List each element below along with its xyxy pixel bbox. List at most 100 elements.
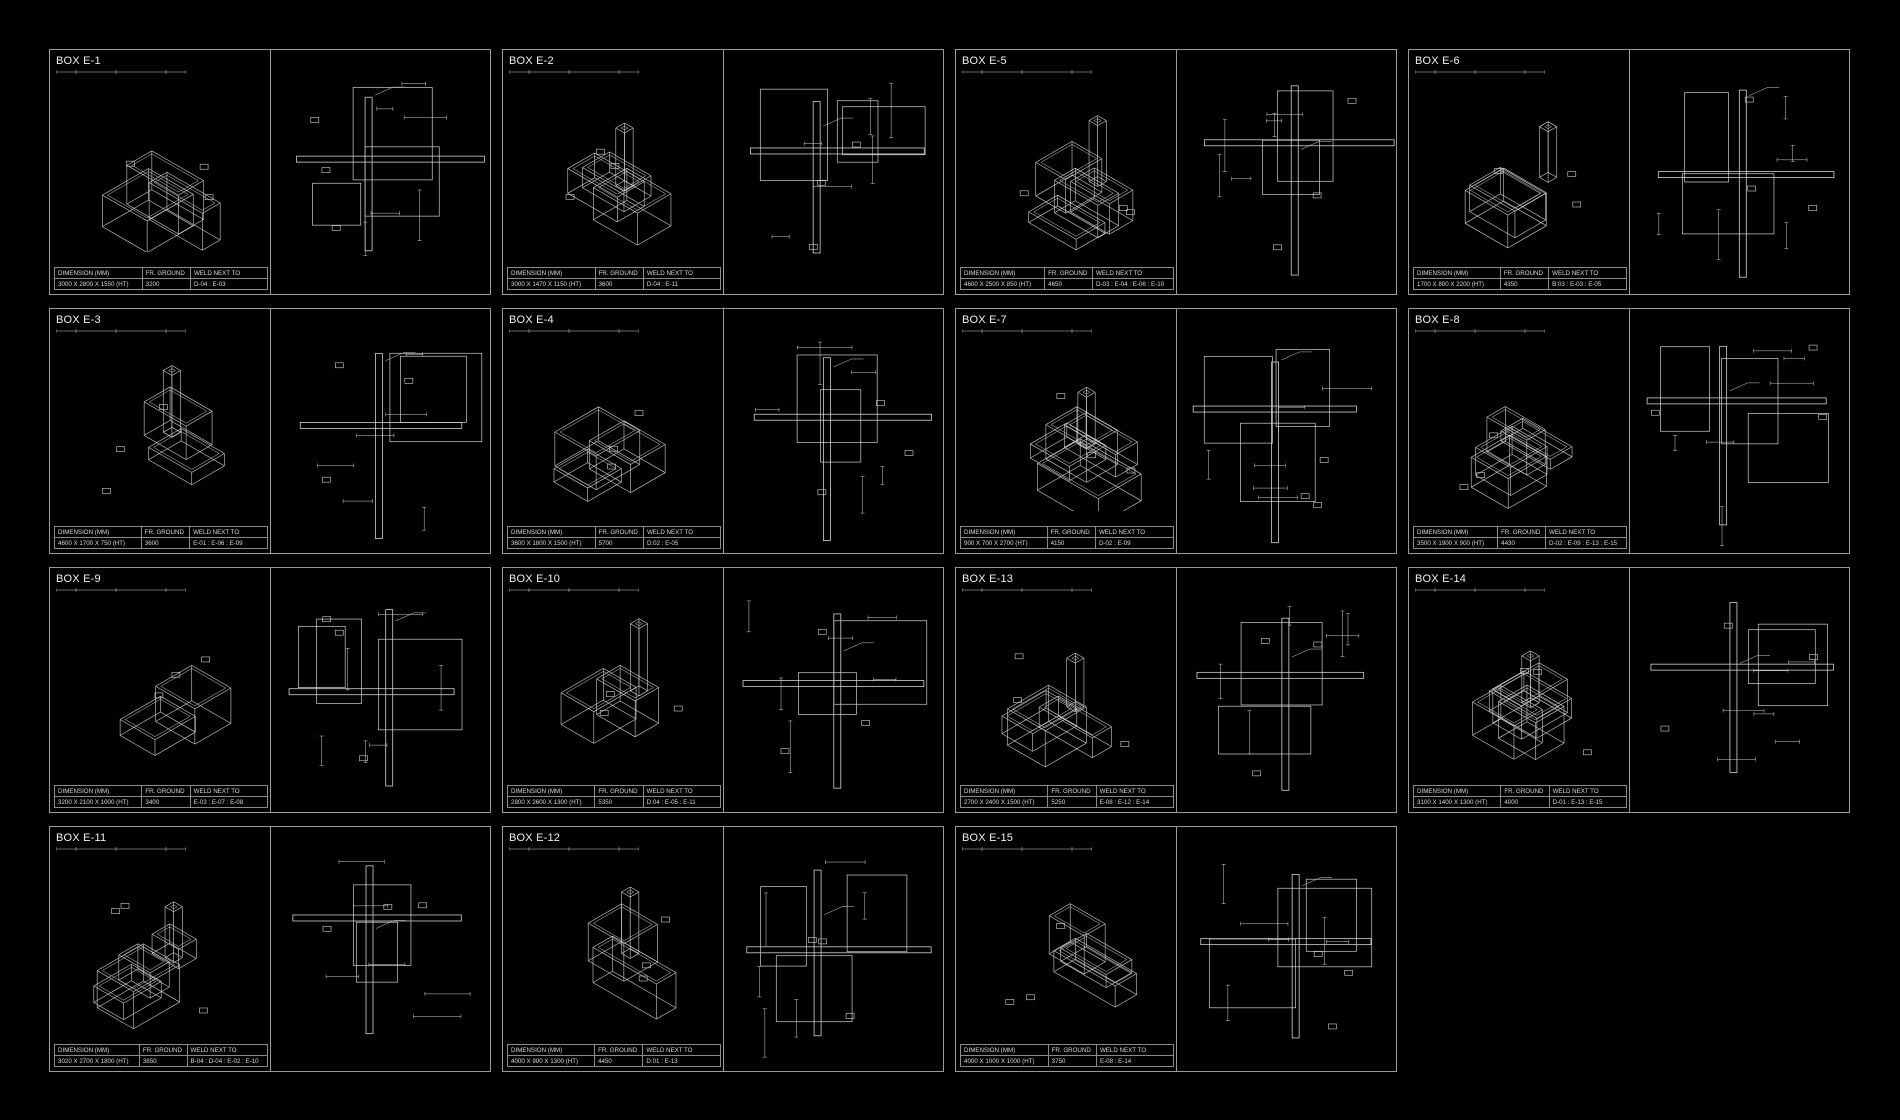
- setting-out-leader: [823, 906, 843, 915]
- iso-box-1-edge: [194, 723, 232, 745]
- iso-box-1-inner-edge: [593, 922, 624, 941]
- reference-tag: [845, 1013, 855, 1019]
- iso-box-0-edge: [1053, 971, 1116, 1008]
- iso-box-0-edge: [151, 189, 204, 220]
- iso-box-0-edge: [567, 168, 618, 198]
- weld-header: WELD NEXT TO: [1094, 526, 1175, 538]
- iso-box-0-edge: [1538, 695, 1568, 713]
- iso-box-0-inner-edge: [1033, 211, 1077, 237]
- box-footprint: [1757, 623, 1828, 707]
- iso-box-2-edge: [148, 182, 203, 214]
- vertical-member: [1719, 345, 1728, 526]
- iso-box-3-edge: [1510, 446, 1548, 468]
- ground-header: FR. GROUND: [1046, 526, 1096, 538]
- iso-column-inner-edge: [1547, 126, 1552, 129]
- iso-box-1-edge: [97, 970, 134, 992]
- iso-box-2-edge: [1472, 685, 1502, 703]
- iso-box-1-edge: [97, 943, 144, 971]
- iso-box-0-edge: [160, 695, 196, 717]
- ground-value: 3600: [140, 537, 191, 549]
- iso-column-edge: [1539, 126, 1549, 132]
- iso-box-1-edge: [1097, 192, 1119, 206]
- iso-box-0-edge: [148, 440, 182, 461]
- box-panel: BOX E-6 DIMENSION (MM) FR. GROUND WELD N…: [1408, 49, 1850, 295]
- iso-column-edge: [1521, 650, 1531, 657]
- iso-box-3-edge: [1489, 670, 1525, 692]
- plan-view: [750, 82, 926, 254]
- ground-header: FR. GROUND: [140, 526, 191, 538]
- iso-column-edge: [173, 957, 183, 963]
- panel-divider: [270, 309, 271, 553]
- iso-column-inner-edge: [1094, 120, 1098, 123]
- spec-value-row: 3600 X 1800 X 1500 (HT) 5700 D:02 : E-05: [507, 537, 722, 549]
- iso-box-0-inner-edge: [1497, 665, 1540, 690]
- iso-box-0-edge: [593, 718, 637, 744]
- iso-box-1-edge: [1507, 192, 1547, 216]
- reference-tag: [322, 616, 331, 623]
- iso-box-0-inner-edge: [181, 431, 220, 454]
- vertical-member: [365, 865, 374, 1035]
- iso-box-2-edge: [553, 481, 588, 502]
- horizontal-member: [292, 914, 462, 922]
- iso-box-1-edge: [1464, 200, 1504, 224]
- iso-box-2-inner-edge: [1550, 446, 1567, 457]
- setting-out-leader: [375, 920, 395, 929]
- box-panel: BOX E-5 DIMENSION (MM) FR. GROUND WELD N…: [955, 49, 1397, 295]
- iso-box-0-inner-edge: [153, 431, 182, 448]
- iso-box-2-edge: [1098, 473, 1142, 499]
- box-title: BOX E-4: [509, 314, 554, 326]
- iso-box-2-inner-edge: [587, 167, 625, 189]
- iso-box-0-inner-edge: [1115, 973, 1132, 984]
- reference-tag: [1019, 190, 1029, 197]
- horizontal-member: [299, 422, 463, 429]
- box-footprint: [846, 874, 908, 953]
- dimension-value: 3100 X 1400 X 1300 (HT): [1412, 796, 1502, 808]
- iso-column-edge: [630, 891, 640, 898]
- dimension-header: DIMENSION (MM): [54, 1044, 140, 1056]
- spec-header-row: DIMENSION (MM) FR. GROUND WELD NEXT TO: [1412, 526, 1627, 538]
- horizontal-member: [1203, 139, 1395, 147]
- iso-box-1-inner-edge: [1054, 915, 1085, 934]
- iso-box-0-inner-edge: [1497, 689, 1522, 704]
- iso-column-edge: [1530, 697, 1540, 703]
- ground-header: FR. GROUND: [594, 1044, 644, 1056]
- iso-box-1-edge: [191, 700, 232, 724]
- iso-box-3-inner-edge: [1094, 170, 1128, 191]
- iso-box-2-inner-edge: [202, 202, 216, 211]
- ground-value: 4150: [1046, 537, 1096, 549]
- iso-box-1-edge: [593, 168, 628, 188]
- weld-value: D:02 : E-05: [642, 537, 722, 549]
- iso-column-inner-edge: [171, 370, 176, 373]
- box-title: BOX E-3: [56, 314, 101, 326]
- iso-box-3-edge: [1064, 424, 1116, 455]
- horizontal-member: [1657, 171, 1835, 178]
- reference-tag: [120, 903, 130, 909]
- iso-box-2-edge: [1472, 718, 1502, 736]
- iso-box-3-inner-edge: [1494, 673, 1525, 692]
- iso-box-0-inner-edge: [572, 155, 595, 169]
- iso-box-2-edge: [1086, 933, 1133, 960]
- iso-box-2-inner-edge: [1505, 430, 1551, 457]
- iso-column-inner-edge: [620, 125, 625, 129]
- iso-box-1-edge: [1075, 167, 1119, 194]
- iso-box-1-edge: [1049, 915, 1085, 937]
- iso-column-edge: [1086, 386, 1096, 393]
- ground-value: 5250: [1047, 796, 1097, 808]
- weld-header: WELD NEXT TO: [189, 785, 269, 797]
- iso-column-inner-edge: [1086, 392, 1091, 395]
- iso-box-3-edge: [118, 968, 139, 981]
- box-panel: BOX E-2 DIMENSION (MM) FR. GROUND WELD N…: [502, 49, 944, 295]
- spec-table: DIMENSION (MM) FR. GROUND WELD NEXT TO 3…: [1412, 785, 1628, 808]
- iso-box-0-inner-edge: [572, 168, 618, 195]
- iso-box-0-edge: [1469, 211, 1516, 239]
- iso-box-0-edge: [1509, 434, 1547, 457]
- iso-column-inner-edge: [638, 621, 643, 624]
- iso-column-edge: [1539, 172, 1549, 178]
- box-footprint: [1721, 358, 1779, 445]
- weld-header: WELD NEXT TO: [189, 526, 268, 538]
- iso-box-2-inner-edge: [98, 985, 124, 1001]
- horizontal-member: [746, 946, 932, 954]
- isometric-view: [102, 365, 225, 494]
- reference-tag: [1347, 97, 1357, 104]
- iso-box-0-inner-edge: [160, 698, 191, 717]
